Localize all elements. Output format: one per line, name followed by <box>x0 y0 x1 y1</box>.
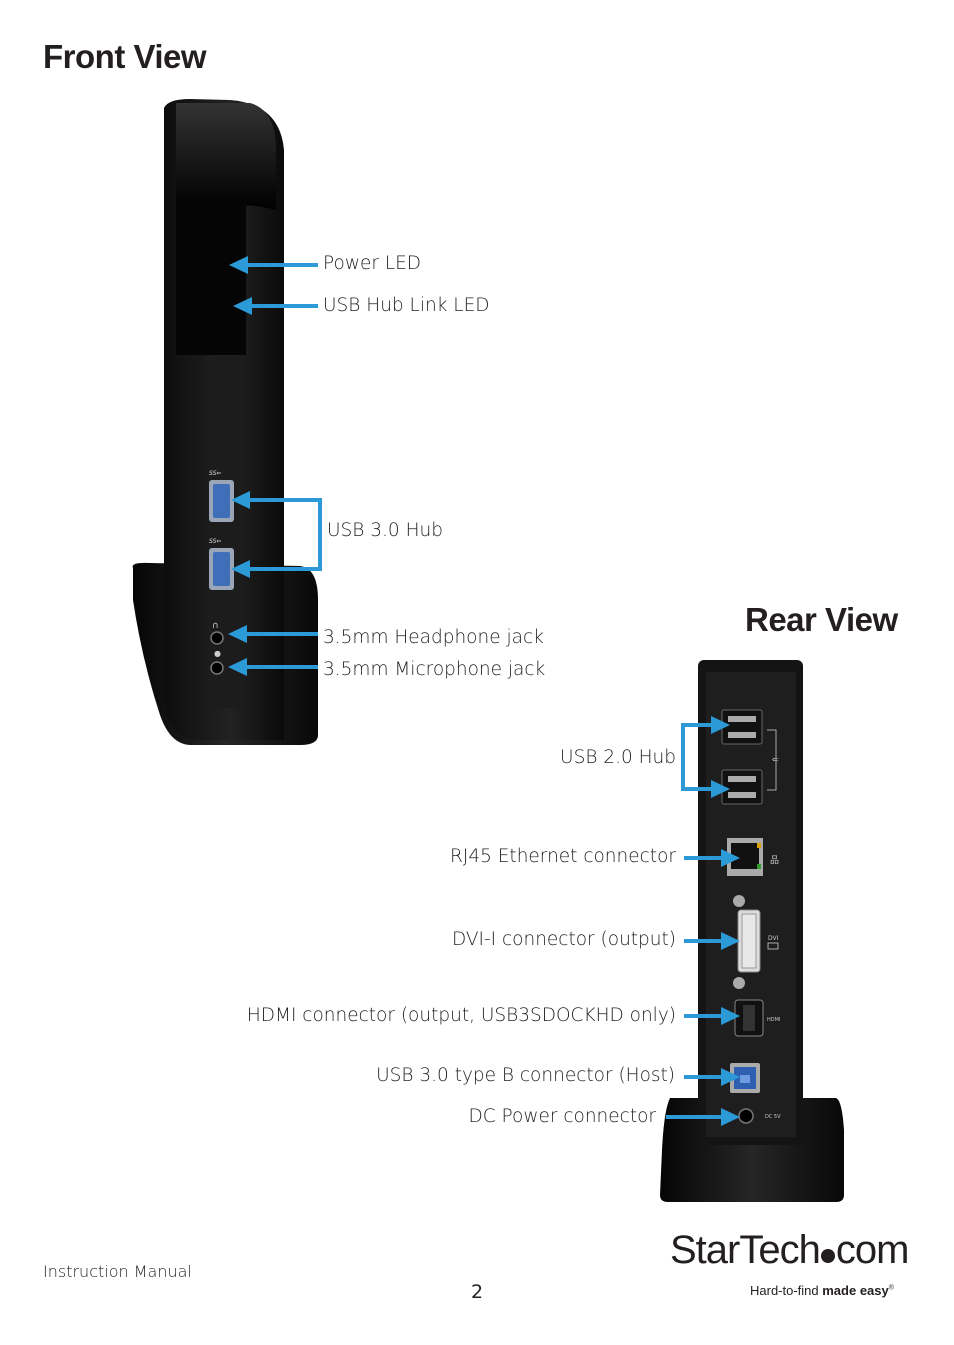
dvi-port-mark: DVI <box>768 935 779 942</box>
arrow-headphone <box>228 625 318 643</box>
label-dvi: DVI-I connector (output) <box>451 929 676 950</box>
rear-view-title: Rear View <box>745 601 898 638</box>
front-callout-arrows <box>228 256 322 676</box>
logo-tagline-mark: ® <box>888 1284 894 1292</box>
front-port-panel <box>204 356 242 708</box>
arrow-hdmi <box>684 1007 740 1025</box>
rear-usb30b-port <box>730 1063 760 1093</box>
label-usb30-hub: USB 3.0 Hub <box>327 520 443 541</box>
arrow-usb30b <box>684 1068 740 1086</box>
label-headphone-jack: 3.5mm Headphone jack <box>323 627 544 648</box>
rear-usb20-ports: ⇐ <box>721 709 779 805</box>
label-microphone-jack: 3.5mm Microphone jack <box>323 659 546 680</box>
label-usb-hub-link-led: USB Hub Link LED <box>323 295 490 316</box>
label-rj45: RJ45 Ethernet connector <box>450 846 676 867</box>
front-usb-port-2: SS⇐ <box>209 538 234 590</box>
label-power-led: Power LED <box>323 253 422 274</box>
bracket-usb20-hub <box>681 716 730 798</box>
arrow-dvi <box>684 932 740 950</box>
svg-text:⇐: ⇐ <box>772 755 779 764</box>
arrow-usb-hub-link-led <box>233 297 318 315</box>
rear-dvi-port: DVI <box>733 895 779 989</box>
logo-brand-text: StarTech <box>670 1228 821 1272</box>
arrow-power-led <box>229 256 318 274</box>
arrow-microphone <box>228 658 318 676</box>
footer-manual-label: Instruction Manual <box>43 1262 192 1281</box>
svg-text:品: 品 <box>770 855 779 866</box>
logo-suffix-text: com <box>835 1228 910 1272</box>
bracket-usb30-hub <box>231 491 322 578</box>
front-tower-cap <box>176 103 276 210</box>
front-usb-port-1: SS⇐ <box>209 470 234 522</box>
svg-text:∩: ∩ <box>212 621 219 631</box>
rear-callout-arrows <box>666 716 740 1126</box>
label-hdmi: HDMI connector (output, USB3SDOCKHD only… <box>246 1005 676 1026</box>
rear-dock-image: ⇐ 品 DVI HDMI DC 5V <box>660 660 844 1202</box>
front-dock-image: SS⇐ SS⇐ ∩ ● <box>132 99 318 745</box>
label-dc-power: DC Power connector <box>468 1106 656 1127</box>
label-usb20-hub: USB 2.0 Hub <box>560 747 676 768</box>
hdmi-port-mark: HDMI <box>767 1017 780 1023</box>
svg-text:SS⇐: SS⇐ <box>209 538 221 545</box>
startech-logo: StarTech com Hard-to-find made easy® <box>670 1228 910 1308</box>
arrow-dc-power <box>666 1108 740 1126</box>
label-usb30-typeb: USB 3.0 type B connector (Host) <box>376 1065 675 1086</box>
dc-port-mark: DC 5V <box>765 1114 781 1120</box>
rear-dc-port: DC 5V <box>738 1108 781 1124</box>
logo-tagline-regular: Hard-to-find <box>750 1283 823 1298</box>
rear-tower-panel <box>706 672 796 1137</box>
front-headphone-jack <box>210 631 224 645</box>
front-view-title: Front View <box>43 38 207 75</box>
svg-text:●: ● <box>214 649 221 658</box>
arrow-rj45 <box>684 849 740 867</box>
logo-dot-icon <box>820 1249 835 1263</box>
front-tower-window <box>176 200 246 355</box>
svg-text:SS⇐: SS⇐ <box>209 470 221 477</box>
logo-tagline-bold: made easy <box>822 1283 889 1298</box>
page-number: 2 <box>471 1281 484 1303</box>
front-microphone-jack <box>210 661 224 675</box>
